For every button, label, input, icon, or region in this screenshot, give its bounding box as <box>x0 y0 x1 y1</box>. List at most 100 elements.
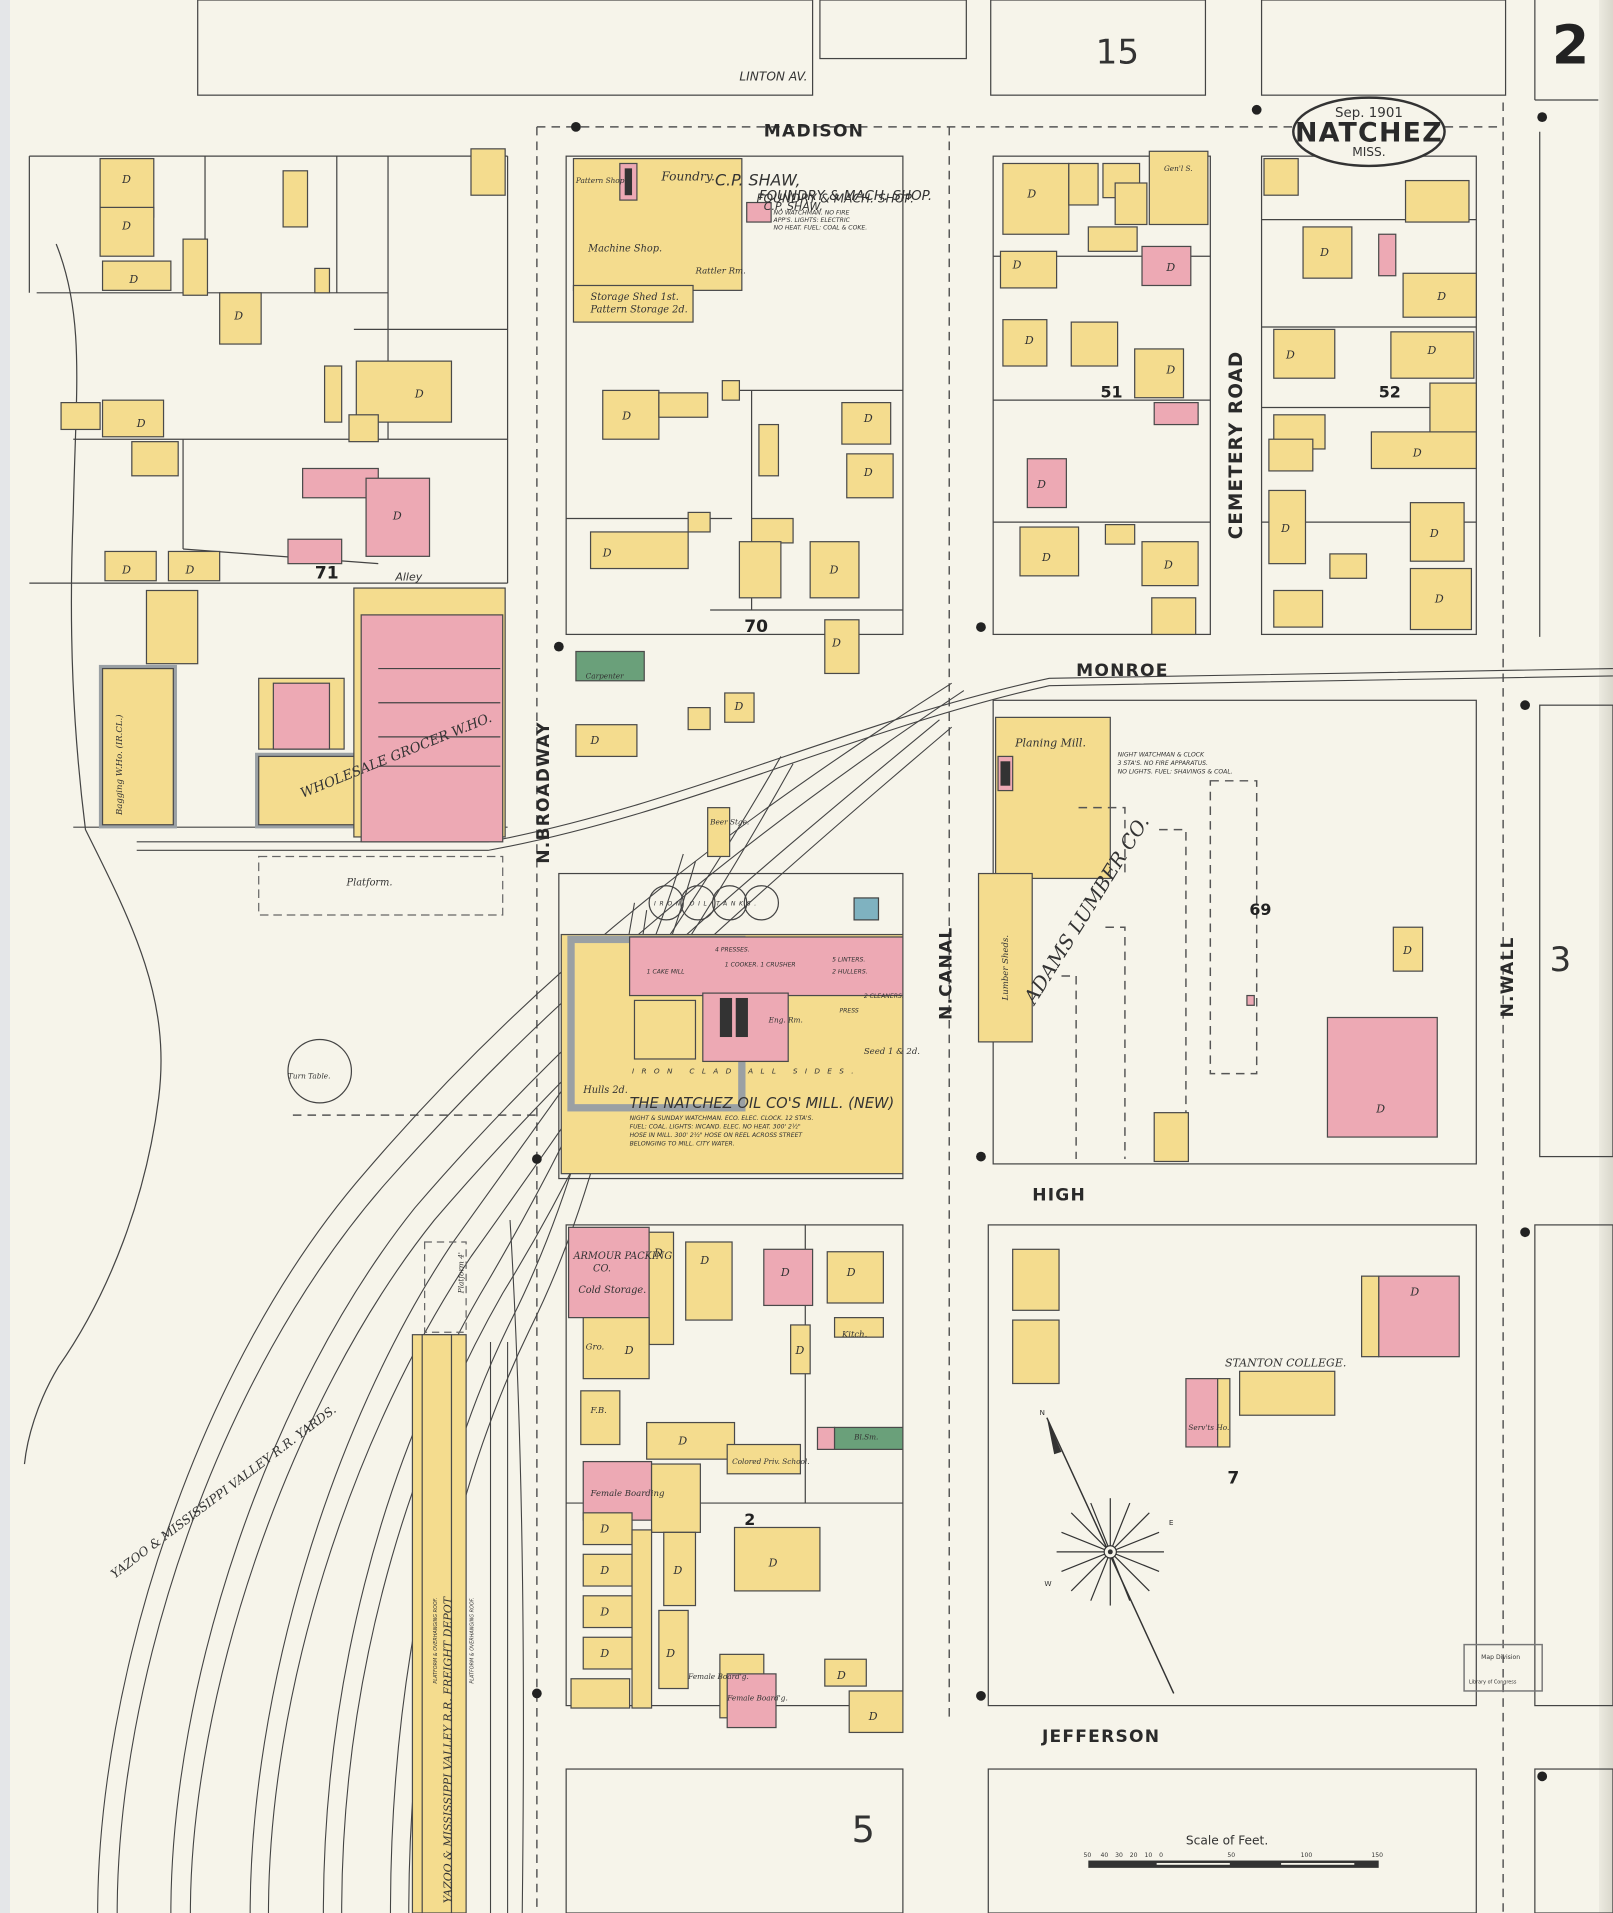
svg-text:D: D <box>673 1564 683 1577</box>
svg-text:C.P. SHAW,: C.P. SHAW, <box>715 170 801 189</box>
street-broadway: N.BROADWAY <box>534 721 554 864</box>
svg-text:D: D <box>1319 246 1329 259</box>
svg-text:Female Boarding: Female Boarding <box>590 1489 665 1499</box>
natchez-oil-mill[interactable] <box>560 885 904 1175</box>
svg-text:Scale of Feet.: Scale of Feet. <box>1186 1834 1268 1848</box>
hydrants <box>531 104 1548 1782</box>
block-outlines <box>28 0 1613 1913</box>
svg-text:IRON CLAD ALL SIDES.: IRON CLAD ALL SIDES. <box>632 1067 861 1076</box>
svg-text:69: 69 <box>1249 900 1271 919</box>
svg-text:ARMOUR PACKING: ARMOUR PACKING <box>572 1251 672 1262</box>
svg-text:50: 50 <box>1227 1852 1235 1859</box>
adjoining-sheet-right[interactable]: 3 <box>1549 940 1571 980</box>
svg-text:70: 70 <box>744 617 768 637</box>
svg-text:D: D <box>136 417 146 430</box>
freight-depot[interactable] <box>411 1241 467 1913</box>
svg-text:Platform 4': Platform 4' <box>457 1252 466 1294</box>
svg-text:D: D <box>846 1266 856 1279</box>
dwelling-markers: D D D D D D D D D D D D D D D D D D D D … <box>121 173 1446 1723</box>
svg-text:D: D <box>780 1266 790 1279</box>
svg-text:Gen'l S.: Gen'l S. <box>1164 164 1193 173</box>
buildings-block-52[interactable] <box>1263 157 1477 631</box>
svg-text:D: D <box>795 1344 805 1357</box>
svg-text:Storage Shed 1st.: Storage Shed 1st. <box>591 292 679 303</box>
street-wall: N.WALL <box>1498 936 1518 1017</box>
svg-text:52: 52 <box>1379 383 1401 402</box>
svg-text:Bl.Sm.: Bl.Sm. <box>853 1433 878 1442</box>
svg-text:Colored Priv. School.: Colored Priv. School. <box>732 1457 810 1466</box>
svg-text:D: D <box>868 1710 878 1723</box>
svg-text:20: 20 <box>1130 1852 1138 1859</box>
title-state: MISS. <box>1352 145 1385 159</box>
street-monroe: MONROE <box>1076 661 1168 681</box>
sheet-number: 2 <box>1552 13 1589 76</box>
svg-text:Library of Congress: Library of Congress <box>1469 1680 1517 1686</box>
svg-text:Female Board'g.: Female Board'g. <box>726 1694 788 1703</box>
adams-lumber-co[interactable] <box>977 716 1438 1163</box>
platform <box>258 855 504 916</box>
street-high: HIGH <box>1032 1186 1086 1206</box>
svg-text:D: D <box>590 734 600 747</box>
buildings-block-2[interactable] <box>567 1226 904 1734</box>
svg-text:Map Division: Map Division <box>1481 1654 1520 1661</box>
svg-text:YAZOO & MISSISSIPPI VALLEY R.R: YAZOO & MISSISSIPPI VALLEY R.R. YARDS. <box>108 1402 339 1581</box>
svg-text:D: D <box>1024 334 1034 347</box>
svg-text:3 STA'S. NO FIRE APPARATUS.: 3 STA'S. NO FIRE APPARATUS. <box>1118 760 1208 767</box>
svg-text:D: D <box>414 388 424 401</box>
platform-4 <box>424 1241 467 1333</box>
title-cartouche: Sep. 1901 NATCHEZ MISS. <box>1292 96 1446 168</box>
svg-text:D: D <box>1036 478 1046 491</box>
buildings-block-70[interactable] <box>575 380 894 858</box>
cp-shaw-foundry[interactable] <box>572 157 772 323</box>
buildings-block-51[interactable] <box>999 150 1209 636</box>
svg-text:1 COOKER. 1 CRUSHER: 1 COOKER. 1 CRUSHER <box>725 961 796 968</box>
svg-text:50: 50 <box>1083 1852 1091 1859</box>
north-arrow-compass: N E W <box>1040 1408 1175 1694</box>
svg-text:D: D <box>831 637 841 650</box>
svg-text:2 CLEANERS.: 2 CLEANERS. <box>864 993 904 1000</box>
stanton-college[interactable] <box>1012 1248 1460 1448</box>
svg-text:D: D <box>734 700 744 713</box>
svg-text:D: D <box>599 1522 609 1535</box>
svg-text:D: D <box>1426 344 1436 357</box>
svg-text:Planing Mill.: Planing Mill. <box>1014 737 1086 750</box>
svg-text:Cold Storage.: Cold Storage. <box>578 1285 646 1296</box>
svg-text:D: D <box>1412 446 1422 459</box>
svg-text:Bagging W.Ho. (IR.CL.): Bagging W.Ho. (IR.CL.) <box>114 714 125 816</box>
svg-text:D: D <box>392 510 402 523</box>
svg-text:D: D <box>1402 944 1412 957</box>
wholesale-grocer-warehouse[interactable] <box>98 587 506 916</box>
svg-text:PRESS: PRESS <box>839 1008 858 1015</box>
adjoining-sheet-bottom[interactable]: 5 <box>852 1808 875 1851</box>
scan-edge-right <box>1599 0 1613 1913</box>
svg-text:D: D <box>1041 551 1051 564</box>
svg-text:D: D <box>829 563 839 576</box>
svg-text:2 HULLERS.: 2 HULLERS. <box>832 969 868 976</box>
adjoining-sheet-top[interactable]: 15 <box>1096 32 1139 72</box>
svg-text:2: 2 <box>744 1510 755 1529</box>
svg-text:FOUNDRY & MACH. SHOP.: FOUNDRY & MACH. SHOP. <box>756 192 914 206</box>
svg-text:Pattern Storage 2d.: Pattern Storage 2d. <box>590 304 688 315</box>
shoreline <box>23 243 162 1465</box>
svg-text:D: D <box>121 173 131 186</box>
svg-text:10: 10 <box>1144 1852 1152 1859</box>
svg-text:D: D <box>653 1247 663 1260</box>
svg-text:D: D <box>665 1647 675 1660</box>
svg-text:N: N <box>1040 1408 1045 1417</box>
scale-bar: Scale of Feet. 50 40 30 20 10 0 50 100 1… <box>1083 1834 1383 1868</box>
svg-text:D: D <box>677 1435 687 1448</box>
svg-text:D: D <box>1165 261 1175 274</box>
svg-text:100: 100 <box>1301 1852 1313 1859</box>
svg-text:Serv'ts Ho.: Serv'ts Ho. <box>1188 1423 1229 1432</box>
street-labels: LINTON AV. MADISON MONROE HIGH JEFFERSON… <box>394 70 1518 1748</box>
svg-text:Turn Table.: Turn Table. <box>288 1072 330 1081</box>
svg-text:D: D <box>1026 188 1036 201</box>
oil-tanks <box>648 885 780 921</box>
svg-text:D: D <box>863 412 873 425</box>
alley-label: Alley <box>394 571 422 584</box>
buildings-left[interactable] <box>60 148 506 665</box>
svg-text:D: D <box>121 219 131 232</box>
svg-text:YAZOO & MISSISSIPPI VALLEY R.R: YAZOO & MISSISSIPPI VALLEY R.R. FREIGHT … <box>441 1596 454 1903</box>
svg-text:HOSE IN MILL. 300' 2½" HOSE ON: HOSE IN MILL. 300' 2½" HOSE ON REEL ACRO… <box>630 1131 804 1139</box>
